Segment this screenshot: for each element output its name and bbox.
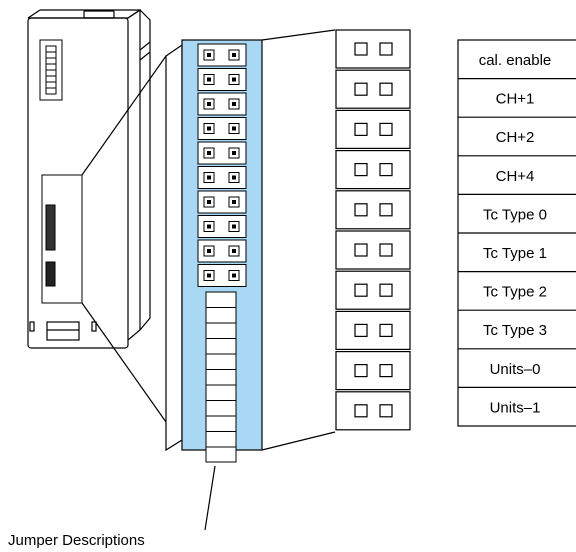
panel-edge bbox=[165, 43, 183, 452]
jumper-label: Tc Type 0 bbox=[483, 206, 547, 223]
enlarged-jumper bbox=[335, 310, 411, 350]
enlarged-jumper bbox=[335, 230, 411, 270]
jumper-label: Tc Type 3 bbox=[483, 322, 547, 339]
panel-jumper bbox=[197, 215, 247, 238]
jumper-label: CH+1 bbox=[496, 91, 535, 108]
panel-jumper bbox=[197, 239, 247, 263]
jumper-label: Tc Type 2 bbox=[483, 284, 547, 301]
panel-jumper-block bbox=[197, 43, 247, 287]
jumper-label: Tc Type 1 bbox=[483, 245, 547, 262]
jumper-label: Units–0 bbox=[490, 361, 541, 378]
jumper-label: Units–1 bbox=[490, 399, 541, 416]
enlarged-jumper bbox=[335, 150, 411, 190]
jumper-descriptions-caption: Jumper Descriptions bbox=[8, 532, 145, 549]
enlarged-jumper bbox=[335, 270, 411, 310]
panel-jumper bbox=[197, 141, 247, 165]
callout-lines bbox=[81, 29, 336, 531]
panel-jumper bbox=[197, 264, 247, 287]
top-connector bbox=[39, 39, 63, 101]
panel-jumper bbox=[197, 117, 247, 140]
enlarged-jumper bbox=[335, 29, 411, 69]
jumper-label: CH+4 bbox=[496, 168, 535, 185]
panel-jumper bbox=[197, 43, 247, 67]
panel-jumper bbox=[197, 92, 247, 116]
jumper-label: CH+2 bbox=[496, 129, 535, 146]
enlarged-jumper-column bbox=[335, 29, 411, 431]
bottom-latch bbox=[29, 321, 97, 341]
circuit-board-window bbox=[41, 174, 83, 304]
panel-lower-header bbox=[205, 291, 237, 463]
panel-jumper bbox=[197, 166, 247, 189]
panel-jumper bbox=[197, 190, 247, 214]
enlarged-jumper bbox=[335, 351, 411, 391]
module-body bbox=[27, 8, 151, 349]
enlarged-jumper bbox=[335, 109, 411, 150]
enlarged-jumper bbox=[335, 391, 411, 431]
panel-jumper bbox=[197, 68, 247, 91]
enlarged-jumper bbox=[335, 69, 411, 109]
enlarged-jumper bbox=[335, 190, 411, 230]
jumper-label: cal. enable bbox=[479, 52, 552, 69]
